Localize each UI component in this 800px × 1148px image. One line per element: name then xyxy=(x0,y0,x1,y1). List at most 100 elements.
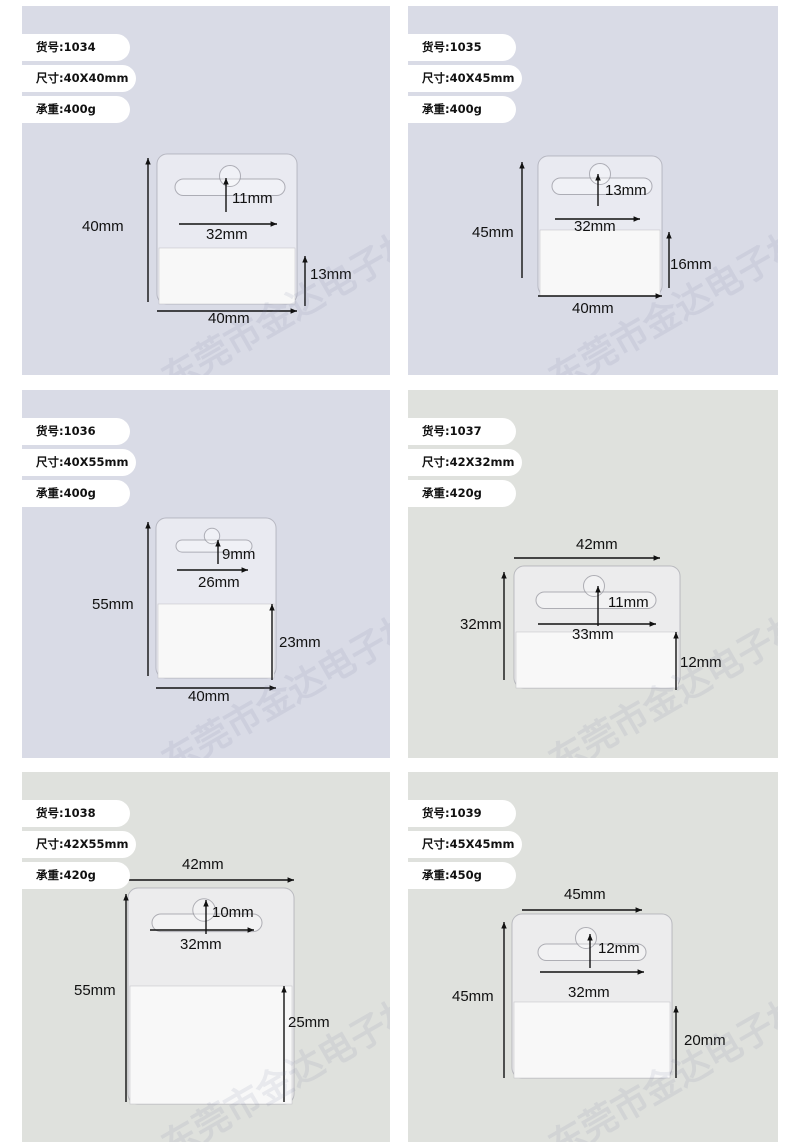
height-label: 45mm xyxy=(472,224,514,241)
height-arrow xyxy=(501,572,507,680)
height-label: 32mm xyxy=(460,616,502,633)
hang-slot xyxy=(174,178,286,196)
hole-height-arrow xyxy=(203,900,209,934)
hole-height-label: 12mm xyxy=(598,940,640,957)
item-number-pill: 货号:1036 xyxy=(22,418,130,445)
item-number-pill: 货号:1035 xyxy=(408,34,516,61)
hang-slot xyxy=(551,177,653,195)
height-arrow xyxy=(519,162,525,278)
adhesive-label xyxy=(539,229,661,297)
label-height-label: 12mm xyxy=(680,654,722,671)
hole-height-arrow xyxy=(595,174,601,206)
hang-tab-photo xyxy=(519,155,672,299)
product-card-2: 45mm13mm32mm16mm40mm东莞市金达电子材料厂货号:1035尺寸:… xyxy=(408,6,778,375)
hang-slot-round xyxy=(589,163,611,185)
hang-slot xyxy=(175,539,253,553)
label-height-arrow xyxy=(673,1006,679,1078)
load-pill: 承重:400g xyxy=(22,96,130,123)
size-pill: 尺寸:40X55mm xyxy=(22,449,136,476)
width-arrow xyxy=(514,555,660,561)
hole-width-arrow xyxy=(540,969,644,975)
label-height-arrow xyxy=(302,256,308,306)
hole-height-label: 10mm xyxy=(212,904,254,921)
width-arrow xyxy=(128,877,294,883)
height-label: 55mm xyxy=(92,596,134,613)
item-number-pill: 货号:1038 xyxy=(22,800,130,827)
item-number-pill: 货号:1037 xyxy=(408,418,516,445)
width-label: 40mm xyxy=(188,688,230,705)
height-label: 55mm xyxy=(74,982,116,999)
hole-width-label: 32mm xyxy=(574,218,616,235)
label-height-arrow xyxy=(673,632,679,690)
label-height-label: 20mm xyxy=(684,1032,726,1049)
hang-slot-round xyxy=(203,527,221,545)
label-height-label: 13mm xyxy=(310,266,352,283)
load-pill: 承重:400g xyxy=(22,480,130,507)
product-card-3: 55mm9mm26mm23mm40mm东莞市金达电子材料厂货号:1036尺寸:4… xyxy=(22,390,390,758)
size-pill: 尺寸:45X45mm xyxy=(408,831,522,858)
hole-height-arrow xyxy=(595,586,601,626)
width-label: 45mm xyxy=(564,886,606,903)
height-arrow xyxy=(123,894,129,1102)
hole-width-label: 33mm xyxy=(572,626,614,643)
width-arrow xyxy=(156,685,276,691)
hole-width-arrow xyxy=(177,567,248,573)
width-label: 40mm xyxy=(572,300,614,317)
load-pill: 承重:400g xyxy=(408,96,516,123)
size-pill: 尺寸:40X40mm xyxy=(22,65,136,92)
hole-height-arrow xyxy=(223,178,229,212)
width-label: 42mm xyxy=(576,536,618,553)
hole-height-label: 11mm xyxy=(608,594,649,611)
height-label: 45mm xyxy=(452,988,494,1005)
hole-width-label: 26mm xyxy=(198,574,240,591)
hole-width-arrow xyxy=(555,216,640,222)
size-pill: 尺寸:42X55mm xyxy=(22,831,136,858)
hole-height-label: 13mm xyxy=(605,182,647,199)
adhesive-label xyxy=(513,1001,671,1079)
height-label: 40mm xyxy=(82,218,124,235)
width-label: 42mm xyxy=(182,856,224,873)
hole-height-arrow xyxy=(215,540,221,564)
label-height-arrow xyxy=(269,604,275,680)
label-height-label: 23mm xyxy=(279,634,321,651)
hole-width-arrow xyxy=(538,621,656,627)
product-card-1: 40mm11mm32mm13mm40mm东莞市金达电子材料厂货号:1034尺寸:… xyxy=(22,6,390,375)
hole-height-label: 11mm xyxy=(232,190,273,207)
label-height-arrow xyxy=(666,232,672,288)
hang-tab-photo xyxy=(501,555,681,690)
width-arrow xyxy=(538,293,662,299)
height-arrow xyxy=(145,522,151,676)
hang-slot-round xyxy=(583,575,605,597)
width-arrow xyxy=(157,308,297,314)
hole-height-arrow xyxy=(587,934,593,968)
product-card-5: 55mm10mm32mm25mm42mm东莞市金达电子材料厂货号:1038尺寸:… xyxy=(22,772,390,1142)
width-arrow xyxy=(522,907,642,913)
width-label: 40mm xyxy=(208,310,250,327)
hang-tab-photo xyxy=(145,517,277,691)
hang-slot xyxy=(151,913,263,933)
hole-width-label: 32mm xyxy=(206,226,248,243)
hang-slot-round xyxy=(219,165,241,187)
adhesive-label xyxy=(157,603,275,679)
hang-slot-round xyxy=(192,898,216,922)
load-pill: 承重:420g xyxy=(408,480,516,507)
size-pill: 尺寸:40X45mm xyxy=(408,65,522,92)
hang-tab-photo xyxy=(123,877,295,1105)
item-number-pill: 货号:1034 xyxy=(22,34,130,61)
label-height-label: 25mm xyxy=(288,1014,330,1031)
adhesive-label xyxy=(515,631,679,689)
product-card-4: 32mm11mm33mm12mm42mm东莞市金达电子材料厂货号:1037尺寸:… xyxy=(408,390,778,758)
load-pill: 承重:420g xyxy=(22,862,130,889)
hang-tab-photo xyxy=(145,153,308,314)
label-height-arrow xyxy=(281,986,287,1102)
height-arrow xyxy=(501,922,507,1078)
hole-width-label: 32mm xyxy=(180,936,222,953)
hole-width-arrow xyxy=(179,221,277,227)
product-card-6: 45mm12mm32mm20mm45mm东莞市金达电子材料厂货号:1039尺寸:… xyxy=(408,772,778,1142)
item-number-pill: 货号:1039 xyxy=(408,800,516,827)
adhesive-label xyxy=(158,247,296,305)
size-pill: 尺寸:42X32mm xyxy=(408,449,522,476)
height-arrow xyxy=(145,158,151,302)
hole-height-label: 9mm xyxy=(222,546,256,563)
hang-slot xyxy=(537,943,647,961)
